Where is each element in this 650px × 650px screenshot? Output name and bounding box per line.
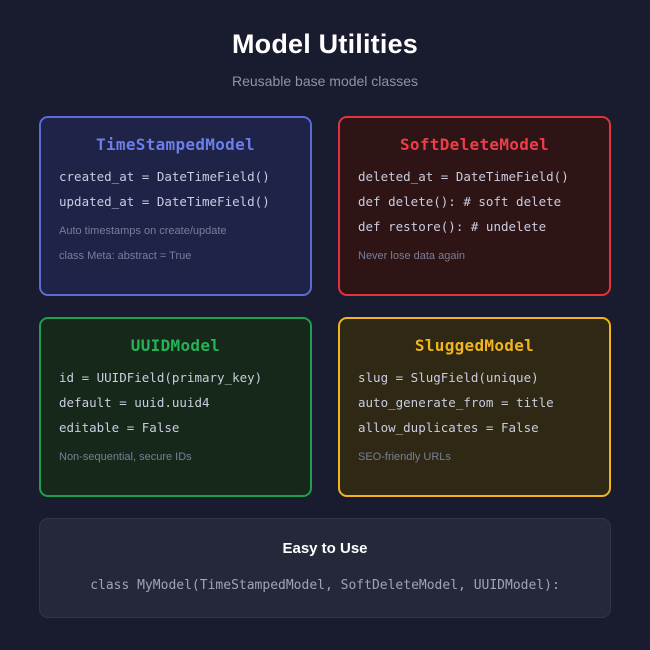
- code-line: def restore(): # undelete: [358, 219, 547, 234]
- card-code-block: deleted_at = DateTimeField() def delete(…: [358, 164, 591, 239]
- code-line: created_at = DateTimeField(): [59, 169, 270, 184]
- card-notes: SEO-friendly URLs: [358, 445, 591, 470]
- model-card-sluggedmodel[interactable]: SluggedModel slug = SlugField(unique) au…: [338, 317, 611, 497]
- code-line: def delete(): # soft delete: [358, 194, 562, 209]
- note-line: Auto timestamps on create/update: [59, 225, 227, 237]
- note-line: SEO-friendly URLs: [358, 451, 451, 463]
- model-card-softdeletemodel[interactable]: SoftDeleteModel deleted_at = DateTimeFie…: [338, 116, 611, 296]
- card-notes: Auto timestamps on create/update class M…: [59, 219, 292, 269]
- note-line: Non-sequential, secure IDs: [59, 451, 192, 463]
- model-card-grid: TimeStampedModel created_at = DateTimeFi…: [39, 116, 611, 497]
- model-card-uuidmodel[interactable]: UUIDModel id = UUIDField(primary_key) de…: [39, 317, 312, 497]
- note-line: Never lose data again: [358, 250, 466, 262]
- code-line: id = UUIDField(primary_key): [59, 370, 263, 385]
- card-title: SoftDeleteModel: [400, 135, 549, 154]
- code-line: default = uuid.uuid4: [59, 395, 210, 410]
- code-line: deleted_at = DateTimeField(): [358, 169, 569, 184]
- model-card-timestampedmodel[interactable]: TimeStampedModel created_at = DateTimeFi…: [39, 116, 312, 296]
- page-title: Model Utilities: [231, 29, 418, 59]
- card-title: UUIDModel: [130, 336, 221, 355]
- card-notes: Never lose data again: [358, 244, 591, 269]
- footer-title: Easy to Use: [282, 540, 368, 557]
- code-line: slug = SlugField(unique): [358, 370, 539, 385]
- card-title: TimeStampedModel: [96, 135, 255, 154]
- code-line: auto_generate_from = title: [358, 395, 554, 410]
- easy-to-use-card: Easy to Use class MyModel(TimeStampedMod…: [39, 518, 611, 618]
- code-line: editable = False: [59, 420, 180, 435]
- card-code-block: id = UUIDField(primary_key) default = uu…: [59, 365, 292, 440]
- code-line: updated_at = DateTimeField(): [59, 194, 270, 209]
- footer-code-line: class MyModel(TimeStampedModel, SoftDele…: [90, 578, 560, 593]
- card-code-block: created_at = DateTimeField() updated_at …: [59, 164, 292, 214]
- page-subtitle: Reusable base model classes: [232, 73, 418, 89]
- card-notes: Non-sequential, secure IDs: [59, 445, 292, 470]
- card-title: SluggedModel: [414, 336, 535, 355]
- note-line: class Meta: abstract = True: [59, 250, 192, 262]
- code-line: allow_duplicates = False: [358, 420, 539, 435]
- card-code-block: slug = SlugField(unique) auto_generate_f…: [358, 365, 591, 440]
